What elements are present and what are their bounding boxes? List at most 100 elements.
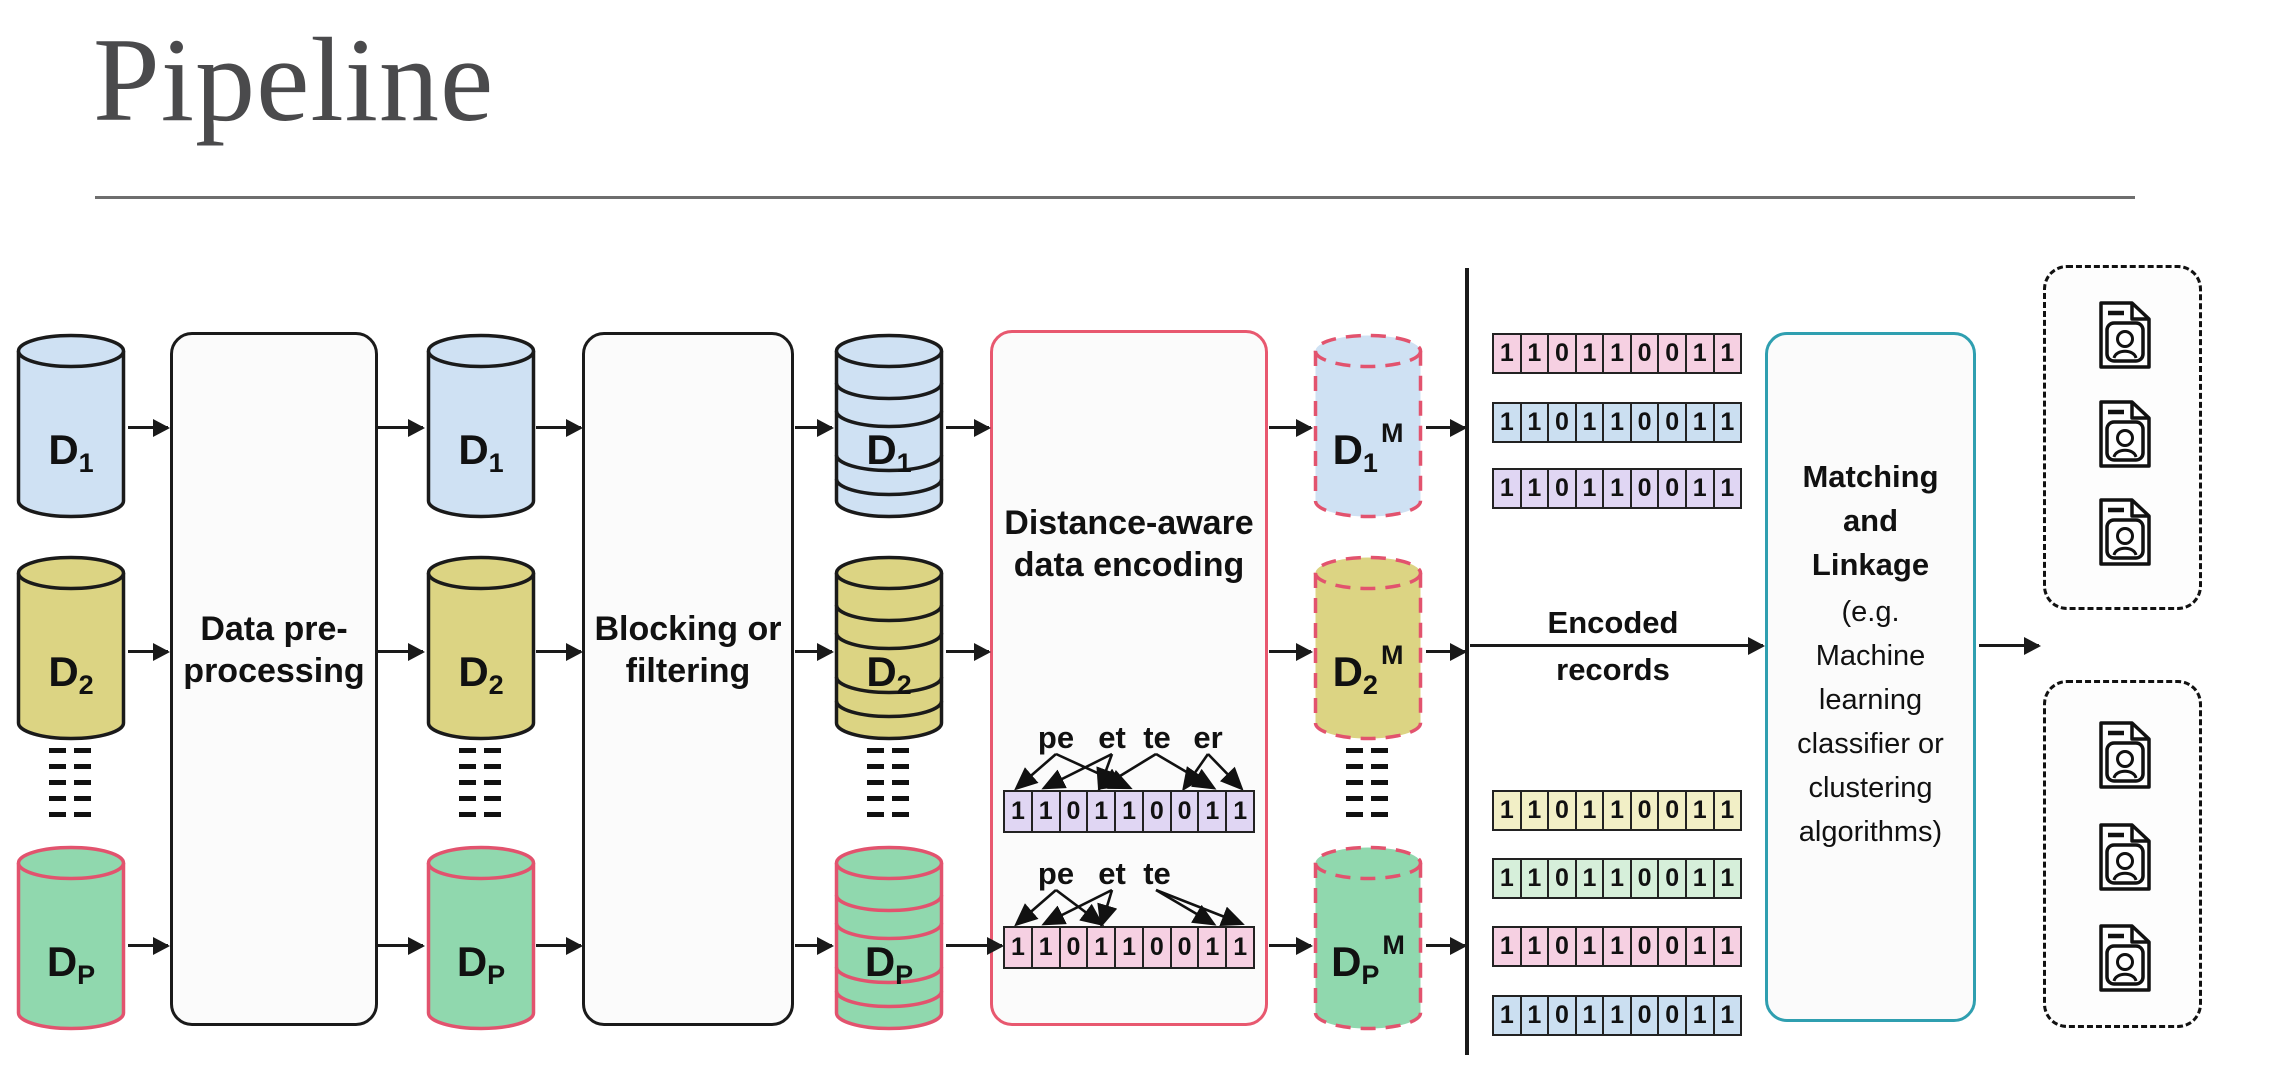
bit-cell: 1 (1684, 995, 1713, 1036)
qgram-label: pe (1037, 856, 1075, 891)
bit-cell: 1 (1197, 790, 1226, 833)
bit-cell: 1 (1519, 333, 1548, 374)
bit-cell: 0 (1657, 995, 1685, 1036)
bit-cell: 1 (1602, 790, 1630, 831)
bit-cell: 0 (1629, 790, 1658, 831)
person-document-icon (2099, 400, 2151, 468)
flow-arrow (1426, 936, 1467, 955)
database-label: D P (864, 938, 914, 990)
qgram-label: pe (1037, 720, 1075, 755)
database-d2-clean: D 2 (425, 555, 537, 741)
masked-database-icon (1313, 845, 1423, 1031)
database-d1: D 1 (15, 333, 127, 519)
database-label: D P (456, 938, 506, 990)
flow-arrow (128, 642, 170, 661)
flow-arrow (946, 418, 991, 437)
bit-cell: 1 (1684, 468, 1713, 509)
bit-cell: 1 (1574, 995, 1603, 1036)
ellipsis-dashes (459, 748, 501, 817)
person-document-icon (2099, 301, 2151, 369)
bit-cell: 1 (1030, 790, 1059, 833)
database-cylinder-icon (16, 845, 126, 1031)
flow-arrow (946, 642, 991, 661)
person-document-icon (2099, 924, 2151, 992)
bit-cell: 1 (1712, 468, 1743, 509)
person-document-icon (2099, 498, 2151, 566)
bit-cell: 0 (1657, 468, 1685, 509)
bit-cell: 1 (1602, 468, 1630, 509)
bit-cell: 1 (1712, 995, 1743, 1036)
bit-cell: 1 (1492, 402, 1520, 443)
bit-cell: 1 (1519, 926, 1548, 967)
stacked-database-icon (834, 845, 944, 1031)
flow-arrow (536, 418, 583, 437)
bit-cell: 1 (1712, 926, 1743, 967)
flow-arrow (1269, 642, 1313, 661)
database-label: D 1 (458, 426, 504, 478)
bit-cell: 1 (1519, 858, 1548, 899)
bit-cell: 1 (1492, 858, 1520, 899)
matching-label-line: and (1842, 503, 1899, 538)
bit-cell: 0 (1629, 995, 1658, 1036)
bit-cell: 1 (1114, 926, 1142, 969)
bit-cell: 0 (1629, 926, 1658, 967)
bit-cell: 1 (1492, 926, 1520, 967)
preprocessing-label: Data pre- processing (183, 610, 365, 690)
bit-cell: 1 (1712, 858, 1743, 899)
database-cylinder-icon (16, 555, 126, 741)
bit-cell: 1 (1519, 995, 1548, 1036)
bit-cell: 1 (1225, 926, 1256, 969)
database-d1-clean: D 1 (425, 333, 537, 519)
flow-arrow (378, 418, 425, 437)
bit-cell: 0 (1657, 926, 1685, 967)
bit-cell: 1 (1602, 926, 1630, 967)
qgram-label: te (1143, 720, 1171, 755)
matching-label-line: clustering (1808, 772, 1933, 804)
flow-arrow (536, 642, 583, 661)
database-d2-masked: D 2 M (1312, 555, 1424, 741)
database-label: D P (46, 938, 96, 990)
bit-cell: 1 (1086, 790, 1115, 833)
database-cylinder-icon (426, 845, 536, 1031)
bit-cell: 1 (1684, 926, 1713, 967)
encoding-label: Distance-aware data encoding (1004, 504, 1254, 584)
database-cylinder-icon (426, 333, 536, 519)
flow-arrow (795, 418, 834, 437)
bit-cell: 1 (1492, 995, 1520, 1036)
bit-cell: 0 (1169, 790, 1198, 833)
database-d1-masked: D 1 M (1312, 333, 1424, 519)
bit-cell: 1 (1602, 858, 1630, 899)
database-d2-blocked: D 2 (833, 555, 945, 741)
flow-arrow (946, 936, 1004, 955)
bit-cell: 0 (1657, 333, 1685, 374)
bit-cell: 0 (1629, 858, 1658, 899)
bit-cell: 0 (1657, 402, 1685, 443)
database-d2: D 2 (15, 555, 127, 741)
flow-arrow (1426, 418, 1467, 437)
bit-cell: 1 (1492, 790, 1520, 831)
bit-cell: 1 (1684, 402, 1713, 443)
flow-arrow (378, 642, 425, 661)
flow-arrow (128, 418, 170, 437)
bit-cell: 1 (1602, 995, 1630, 1036)
bit-cell: 0 (1657, 790, 1685, 831)
bit-cell: 1 (1086, 926, 1115, 969)
masked-database-icon (1313, 333, 1423, 519)
matching-label-line: algorithms) (1798, 816, 1943, 848)
bit-cell: 1 (1712, 790, 1743, 831)
matching-label-line: Matching (1802, 459, 1939, 494)
bit-cell: 1 (1574, 926, 1603, 967)
bit-cell: 0 (1547, 333, 1575, 374)
bit-cell: 1 (1574, 402, 1603, 443)
blocking-label: Blocking or filtering (594, 610, 782, 690)
qgram-label: et (1098, 856, 1126, 891)
bit-cell: 0 (1058, 926, 1087, 969)
hash-mapping-arrows (1014, 752, 1244, 790)
bit-cell: 1 (1519, 468, 1548, 509)
matching-label-line: Linkage (1811, 547, 1930, 582)
database-cylinder-icon (426, 555, 536, 741)
bit-cell: 0 (1629, 333, 1658, 374)
